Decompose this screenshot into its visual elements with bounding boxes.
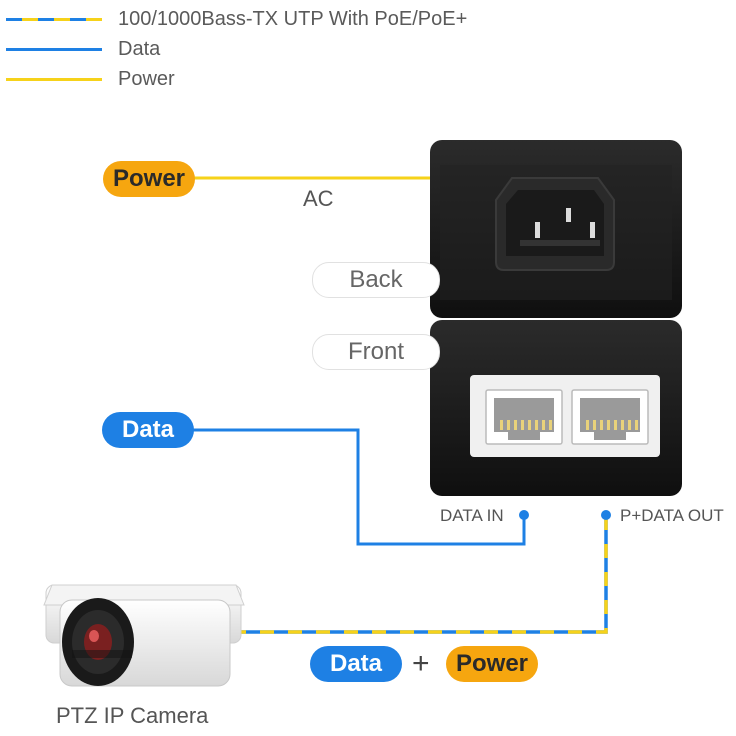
data-pill: Data <box>102 412 194 448</box>
back-label: Back <box>312 262 440 298</box>
poe-line-base <box>240 516 608 634</box>
front-label: Front <box>312 334 440 370</box>
legend-data-line <box>6 48 102 51</box>
combo-plus: + <box>412 647 430 680</box>
data-in-label: DATA IN <box>440 506 504 525</box>
pdata-out-dot <box>601 510 611 520</box>
legend-item-power: Power <box>6 68 526 90</box>
ac-label: AC <box>303 186 334 211</box>
legend-item-poe: 100/1000Bass-TX UTP With PoE/PoE+ <box>6 8 526 30</box>
legend-label-power: Power <box>118 68 175 90</box>
legend-power-line <box>6 78 102 81</box>
power-pill: Power <box>103 161 195 197</box>
data-in-dot <box>519 510 529 520</box>
combo-data-pill: Data <box>310 646 402 682</box>
rj45-data-in <box>485 389 563 445</box>
combo-power-pill: Power <box>446 646 538 682</box>
injector-front-unit <box>430 320 682 496</box>
legend-label-data: Data <box>118 38 161 60</box>
camera-label: PTZ IP Camera <box>56 703 209 728</box>
rj45-pdata-out <box>571 389 649 445</box>
pdata-out-label: P+DATA OUT <box>620 506 724 525</box>
legend-dashed-line <box>6 18 102 21</box>
injector-back-unit <box>430 140 682 318</box>
ptz-camera <box>43 584 245 687</box>
poe-line-dash <box>240 516 608 634</box>
legend-label-poe: 100/1000Bass-TX UTP With PoE/PoE+ <box>118 8 468 30</box>
legend-item-data: Data <box>6 38 526 60</box>
data-line <box>192 428 526 546</box>
